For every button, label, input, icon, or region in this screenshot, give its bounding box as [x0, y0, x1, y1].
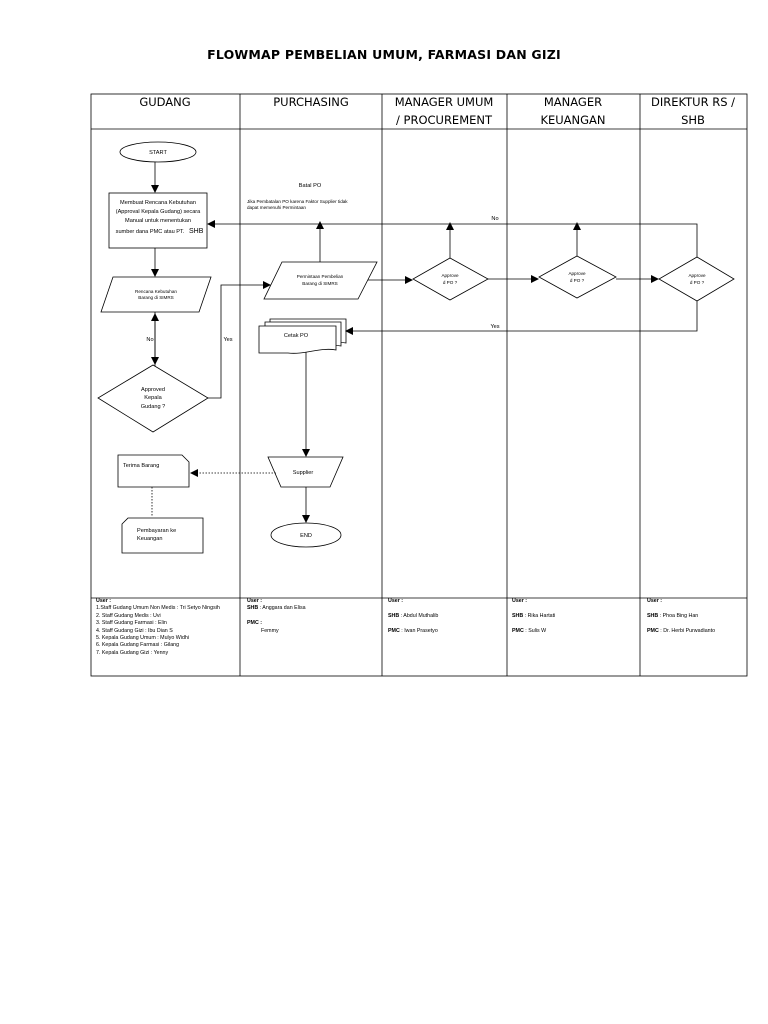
users-heading: User : [388, 598, 404, 604]
users-manager-umum: User : SHB : Abdul Muthalib PMC : Iwan P… [388, 598, 503, 635]
svg-text:Membuat Rencana Kebutuhan: Membuat Rencana Kebutuhan [120, 200, 196, 206]
svg-text:Permintaan Pembelian: Permintaan Pembelian [297, 274, 344, 279]
supplier-node: Supplier [267, 456, 344, 488]
lane-header-manager-keuangan-2: KEUANGAN [540, 113, 605, 127]
arrow-yes-to-permintaan [208, 281, 271, 399]
svg-text:dapat memenuhi Permintaan: dapat memenuhi Permintaan [247, 205, 306, 210]
permintaan-pembelian-input: Permintaan Pembelian Barang di SIMRS [263, 261, 378, 300]
edge-label-yes-left: Yes [223, 337, 232, 343]
user-line: 7. Kepala Gudang Gizi : Yenny [96, 649, 169, 656]
lane-header-manager-umum-2: / PROCUREMENT [396, 113, 493, 127]
lane-headers: GUDANG PURCHASING MANAGER UMUM / PROCURE… [139, 95, 735, 127]
svg-text:Pembayaran ke: Pembayaran ke [137, 528, 176, 534]
rencana-kebutuhan-process: Membuat Rencana Kebutuhan (Approval Kepa… [108, 192, 208, 249]
users-heading: User : [647, 598, 663, 604]
users-purchasing: User : SHB : Anggara dan Elisa PMC : Fem… [247, 598, 377, 635]
svg-text:Barang di SIMRS: Barang di SIMRS [138, 295, 174, 300]
user-line: 3. Staff Gudang Farmasi : Elin [96, 620, 167, 627]
user-line-pmc: PMC : Sulis W [512, 627, 547, 634]
rencana-kebutuhan-input: Rencana Kebutuhan Barang di SIMRS [100, 276, 212, 313]
svg-text:Batal PO: Batal PO [299, 183, 322, 189]
batal-po-note: Batal PO Jika Pembatalan PO karena Fakto… [247, 183, 348, 210]
svg-text:Jika Pembatalan PO karena Fakt: Jika Pembatalan PO karena Faktor Supplie… [247, 199, 348, 204]
svg-text:sumber dana PMC atau PT.: sumber dana PMC atau PT. [116, 229, 185, 235]
approve-po-decision-direktur: Approve d PO ? [658, 256, 735, 302]
svg-text:Approved: Approved [141, 387, 165, 393]
user-line: 1.Staff Gudang Umum Non Medis : Tri Sety… [96, 605, 220, 612]
terima-barang-node: Terima Barang [117, 454, 190, 488]
svg-text:d PO ?: d PO ? [690, 280, 705, 285]
user-line-shb: SHB : Phoa Bing Han [647, 612, 699, 619]
users-manager-keuangan: User : SHB : Rika Hartati PMC : Sulis W [512, 598, 636, 635]
lane-header-direktur-1: DIREKTUR RS / [651, 95, 735, 109]
arrow-no-to-rencana [207, 220, 698, 257]
edge-label-yes: Yes [490, 324, 499, 330]
users-heading: User : [247, 598, 263, 604]
svg-text:Kepala: Kepala [144, 395, 162, 401]
approve-po-decision-manager-keuangan: Approve d PO ? [538, 255, 617, 299]
svg-text:Barang di SIMRS: Barang di SIMRS [302, 281, 338, 286]
user-line-shb: SHB : Anggara dan Elisa [247, 605, 306, 612]
user-line: 2. Staff Gudang Medis : Uvi [96, 612, 161, 619]
svg-text:(Approval Kepala Gudang) secar: (Approval Kepala Gudang) secara [116, 209, 201, 215]
lane-header-purchasing: PURCHASING [273, 95, 349, 109]
svg-text:Approve: Approve [441, 273, 459, 278]
svg-text:Approve: Approve [688, 273, 706, 278]
svg-text:d PO ?: d PO ? [570, 278, 585, 283]
start-node: START [119, 141, 197, 163]
users-heading: User : [96, 598, 112, 604]
users-direktur: User : SHB : Phoa Bing Han PMC : Dr. Her… [647, 598, 745, 635]
connectors [151, 162, 698, 523]
edge-labels: No Yes No Yes [146, 216, 499, 343]
svg-text:START: START [149, 150, 167, 156]
svg-text:Keuangan: Keuangan [137, 536, 163, 542]
svg-text:Cetak PO: Cetak PO [284, 333, 309, 339]
svg-text:SHB: SHB [189, 228, 204, 235]
svg-text:Rencana Kebutuhan: Rencana Kebutuhan [135, 289, 177, 294]
table-border [90, 93, 748, 677]
user-line-pmc: PMC : [247, 620, 263, 627]
user-line: 4. Staff Gudang Gizi : Ibu Dian S [96, 627, 173, 634]
svg-text:END: END [300, 533, 312, 539]
user-line-pmc: PMC : Dr. Herbi Purwadianto [647, 627, 716, 634]
edge-label-no: No [491, 216, 498, 222]
svg-text:Approve: Approve [568, 271, 586, 276]
user-line: 5. Kepala Gudang Umum : Mulyo Widhi [96, 635, 190, 642]
arrow-yes-to-cetak-po [345, 301, 698, 335]
cetak-po-document: Cetak PO [258, 318, 347, 354]
lane-header-direktur-2: SHB [681, 113, 705, 127]
user-line-shb: SHB : Rika Hartati [512, 612, 556, 619]
page-title: FLOWMAP PEMBELIAN UMUM, FARMASI DAN GIZI [207, 47, 561, 62]
svg-text:Gudang ?: Gudang ? [141, 404, 166, 410]
swimlane-table [90, 93, 748, 677]
user-line-shb: SHB : Abdul Muthalib [388, 612, 439, 619]
lane-header-manager-umum-1: MANAGER UMUM [395, 95, 494, 109]
lane-header-gudang: GUDANG [139, 95, 190, 109]
svg-text:Terima Barang: Terima Barang [123, 463, 159, 469]
edge-label-no-left: No [146, 337, 153, 343]
lane-header-manager-keuangan-1: MANAGER [544, 95, 602, 109]
approved-kepala-gudang-decision: Approved Kepala Gudang ? [97, 364, 209, 433]
end-node: END [270, 522, 342, 548]
users-gudang: User : 1.Staff Gudang Umum Non Medis : T… [96, 598, 238, 657]
user-line: 6. Kepala Gudang Farmasi : Gilang [96, 642, 180, 649]
svg-text:Manual untuk menentukan: Manual untuk menentukan [125, 218, 191, 224]
users-heading: User : [512, 598, 528, 604]
svg-text:d PO ?: d PO ? [443, 280, 458, 285]
user-line-pmc-value: Femmy [261, 627, 279, 634]
svg-text:Supplier: Supplier [293, 470, 314, 476]
approve-po-decision-manager-umum: Approve d PO ? [412, 257, 489, 301]
pembayaran-node: Pembayaran ke Keuangan [121, 517, 204, 554]
user-line-pmc: PMC : Iwan Prasetyo [388, 627, 438, 634]
